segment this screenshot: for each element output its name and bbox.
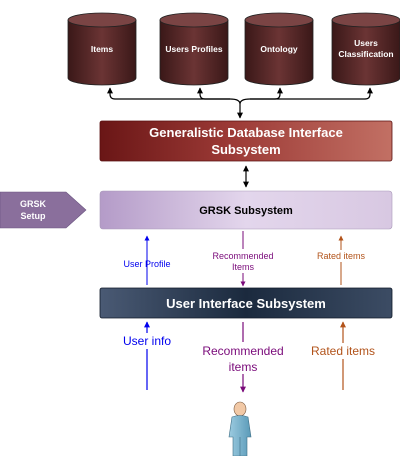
label-backdrop <box>112 333 182 349</box>
database-connectors <box>107 87 373 119</box>
user-person-icon <box>228 401 252 456</box>
database-users-classification: Users Classification <box>331 12 400 86</box>
database-users-profiles: Users Profiles <box>159 12 229 86</box>
recommended-label-line: Recommended <box>202 344 283 358</box>
database-label: Classification <box>338 49 393 59</box>
user-info-label: User info <box>123 334 171 348</box>
database-label: Users <box>354 38 378 48</box>
rated-items-label: Rated items <box>311 344 375 358</box>
user-interface-subsystem-box: User Interface Subsystem <box>99 287 393 319</box>
recommended-label-line: Items <box>232 262 255 272</box>
grsk-title: GRSK Subsystem <box>199 205 293 217</box>
grsk-subsystem-box: GRSK Subsystem <box>99 190 393 230</box>
setup-label-line: Setup <box>20 211 46 221</box>
gdi-title-line: Generalistic Database Interface <box>149 125 343 140</box>
rated-items-label: Rated items <box>317 251 366 261</box>
grsk-setup-arrow: GRSK Setup <box>0 191 87 229</box>
label-backdrop <box>196 342 290 374</box>
database-ontology: Ontology <box>244 12 314 86</box>
recommended-label-line: items <box>229 360 258 374</box>
label-backdrop <box>304 343 384 359</box>
gdi-title-line: Subsystem <box>211 142 280 157</box>
generalistic-database-interface-box: Generalistic Database Interface Subsyste… <box>99 120 393 162</box>
database-label: Items <box>91 44 113 54</box>
database-label: Ontology <box>260 44 298 54</box>
setup-label-line: GRSK <box>20 199 47 209</box>
recommended-label-line: Recommended <box>212 251 273 261</box>
label-backdrop <box>203 249 283 273</box>
database-items: Items <box>67 12 137 86</box>
label-backdrop <box>306 250 376 262</box>
ui-title: User Interface Subsystem <box>166 296 326 311</box>
user-profile-label: User Profile <box>123 259 170 269</box>
database-label: Users Profiles <box>165 44 222 54</box>
